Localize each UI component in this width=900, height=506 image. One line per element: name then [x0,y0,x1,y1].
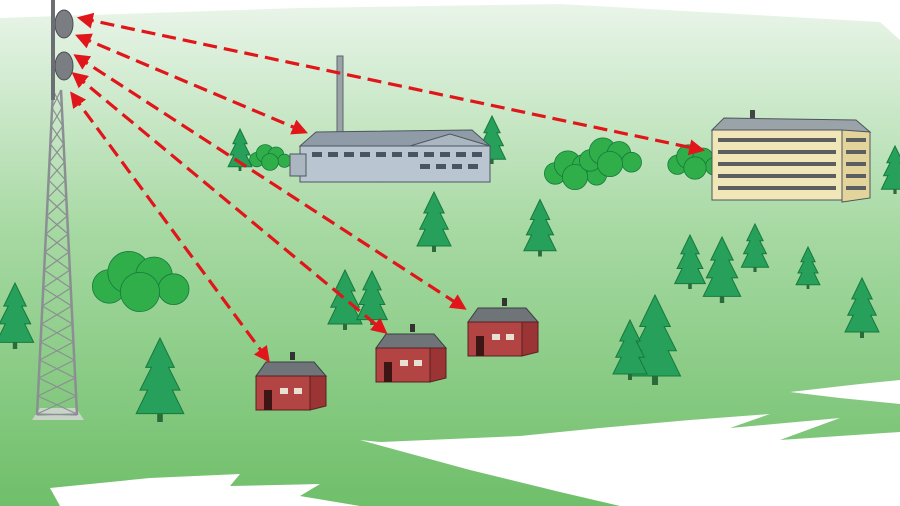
factory-window [328,152,338,157]
apartment-window-row [846,150,866,154]
apartment-window-row [718,174,836,178]
pine-tree [795,245,821,289]
apartment-window-row [718,186,836,190]
pine-tree [523,198,557,257]
apartment-window-row [846,162,866,166]
apartment-window-row [718,138,836,142]
antenna-dish-bottom [54,51,74,81]
factory-window [360,152,370,157]
pine-tree [673,233,707,289]
factory-annex [289,153,307,177]
link-tower-house1 [70,91,270,363]
factory-window [440,152,450,157]
factory-chimney [336,55,344,139]
factory-window [420,164,430,169]
apartment-window-row [718,150,836,154]
pine-tree [844,276,880,338]
factory-window [424,152,434,157]
apartment-window-row [718,162,836,166]
factory-window [468,164,478,169]
pine-tree [740,222,770,272]
snow-patch [50,474,360,506]
factory-window [456,152,466,157]
apartment-window-row [846,174,866,178]
pine-tree [612,318,648,380]
pine-tree [135,336,185,422]
factory-window [344,152,354,157]
radio-tower [32,0,84,420]
snow-patch [360,414,900,506]
pine-tree [880,144,900,194]
antenna-mast [51,0,55,100]
factory-window [472,152,482,157]
house [467,298,540,357]
pine-tree [0,281,35,349]
factory-window [452,164,462,169]
apartment-chimney [750,110,755,120]
factory-window [392,152,402,157]
antenna-dish-top [54,9,74,39]
pine-tree [702,235,742,303]
house [375,324,448,383]
factory-window [436,164,446,169]
apartment-window-row [846,138,866,142]
apartment-building [710,110,872,203]
factory-window [408,152,418,157]
apartment-window-row [846,186,866,190]
factory-window [312,152,322,157]
factory-window [376,152,386,157]
house [255,352,328,411]
snow-patch [790,380,900,404]
